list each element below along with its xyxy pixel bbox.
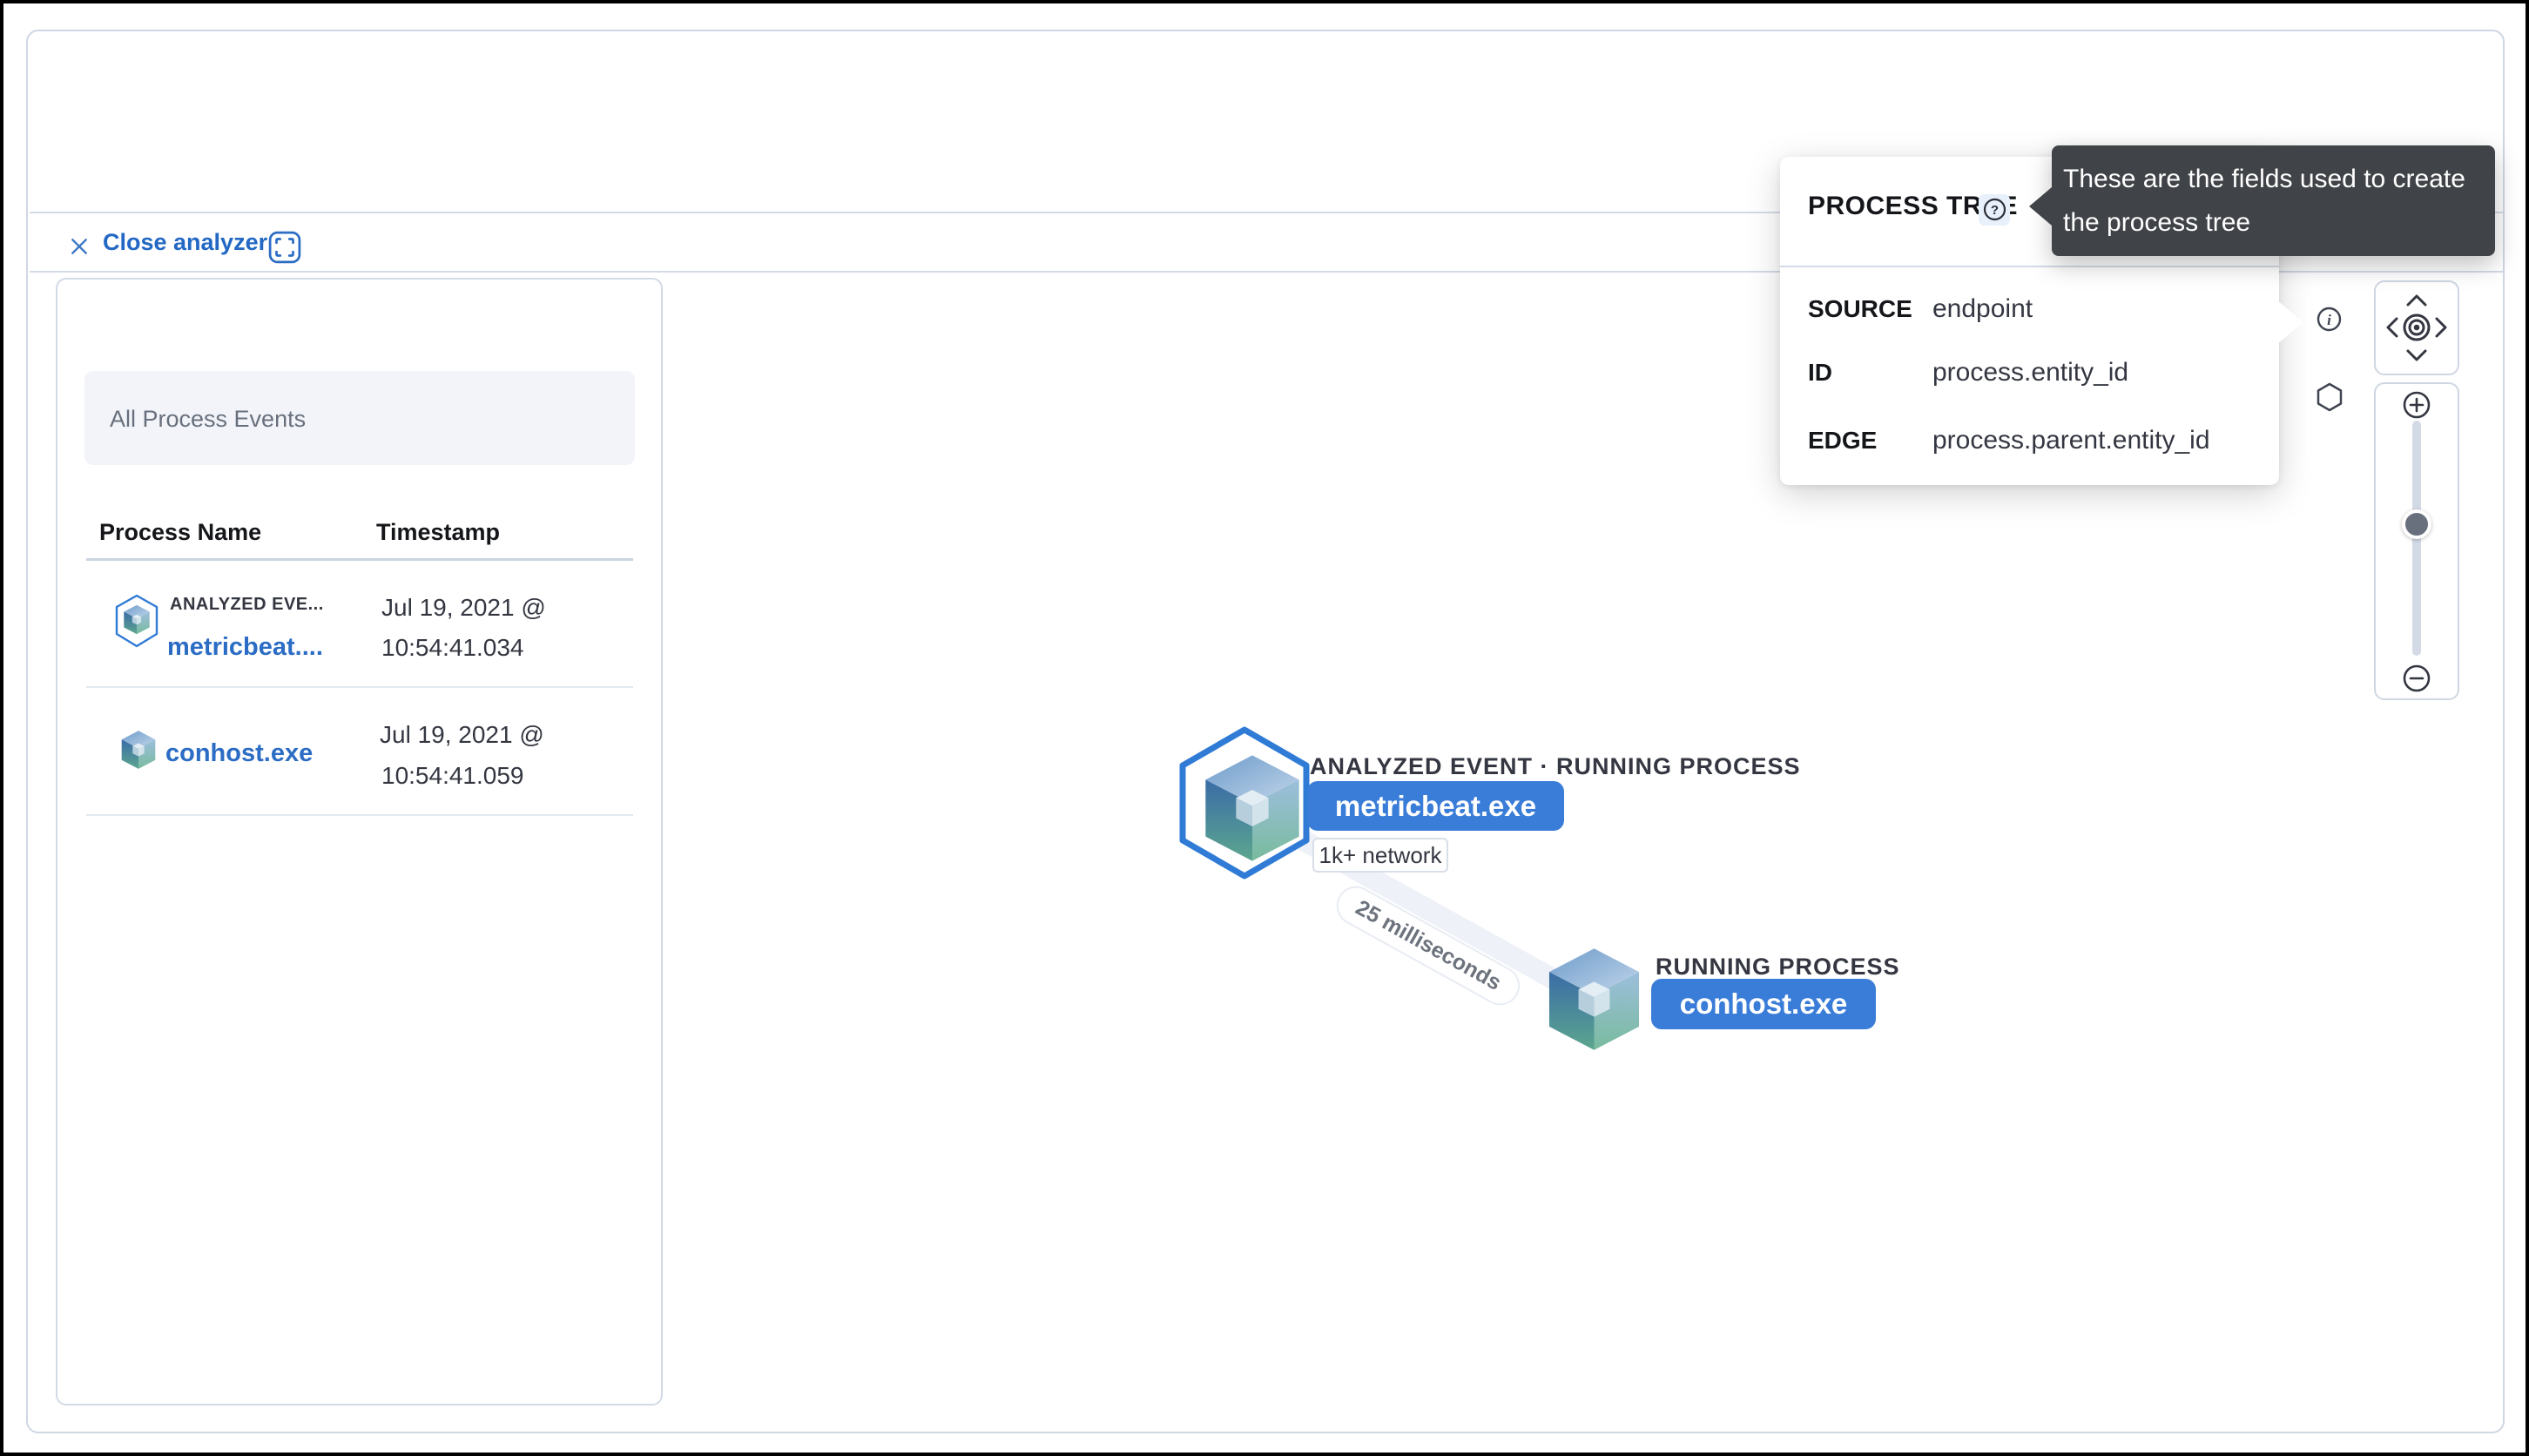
all-process-events-box[interactable] — [84, 371, 635, 465]
row-divider — [86, 686, 633, 688]
conhost-cube-icon[interactable] — [1545, 947, 1643, 1052]
pan-left-icon[interactable] — [2386, 317, 2398, 338]
popup-pointer — [2277, 300, 2303, 344]
row-event-tag: ANALYZED EVE... — [170, 595, 324, 614]
close-icon[interactable] — [70, 237, 89, 256]
field-label-edge: EDGE — [1808, 427, 1878, 454]
column-process-name: Process Name — [99, 519, 262, 545]
zoom-out-icon[interactable] — [2403, 664, 2431, 692]
column-timestamp: Timestamp — [376, 519, 501, 545]
popup-divider — [1780, 266, 2279, 267]
field-label-source: SOURCE — [1808, 295, 1912, 322]
zoom-in-icon[interactable] — [2403, 391, 2431, 419]
field-value-edge: process.parent.entity_id — [1932, 426, 2210, 455]
process-cube-icon — [121, 731, 156, 769]
conhost-category-label: RUNNING PROCESS — [1656, 954, 1900, 980]
timestamp-line1: Jul 19, 2021 @ — [381, 594, 546, 621]
timestamp-line2: 10:54:41.059 — [381, 762, 524, 789]
timestamp-line2: 10:54:41.034 — [381, 634, 524, 661]
svg-text:i: i — [2327, 312, 2331, 328]
conhost-node-button[interactable]: conhost.exe — [1651, 979, 1876, 1029]
center-target-icon[interactable] — [2403, 313, 2431, 341]
process-events-card — [56, 278, 663, 1405]
pan-up-icon[interactable] — [2406, 294, 2427, 307]
process-tree-tooltip — [2052, 145, 2495, 256]
network-count-badge[interactable]: 1k+ network — [1312, 838, 1448, 873]
toolbar-divider — [30, 271, 2503, 273]
analyzed-event-cube-icon — [115, 594, 158, 648]
close-analyzer-button[interactable]: Close analyzer — [103, 229, 268, 255]
tooltip-text-line2: the process tree — [2063, 208, 2251, 237]
metricbeat-category-label: ANALYZED EVENT · RUNNING PROCESS — [1310, 753, 1801, 779]
process-link-conhost[interactable]: conhost.exe — [165, 739, 314, 767]
field-value-id: process.entity_id — [1932, 358, 2129, 387]
pan-down-icon[interactable] — [2406, 349, 2427, 361]
table-header-divider — [86, 558, 633, 561]
info-icon[interactable]: i — [2317, 307, 2342, 332]
process-link-metricbeat[interactable]: metricbeat.... — [167, 633, 323, 661]
all-process-events-label: All Process Events — [110, 406, 307, 432]
field-value-source: endpoint — [1932, 294, 2033, 323]
metricbeat-node-button[interactable]: metricbeat.exe — [1307, 781, 1564, 831]
question-icon[interactable]: ? — [1983, 198, 2006, 221]
field-label-id: ID — [1808, 359, 1832, 386]
metricbeat-cube-icon[interactable] — [1201, 753, 1304, 863]
row-divider — [86, 814, 633, 816]
fullscreen-icon[interactable] — [268, 231, 301, 264]
zoom-slider-thumb[interactable] — [2402, 509, 2431, 539]
top-divider — [30, 212, 2503, 213]
tooltip-text-line1: These are the fields used to create — [2063, 165, 2465, 193]
svg-text:?: ? — [1991, 203, 1999, 218]
pan-right-icon[interactable] — [2435, 317, 2447, 338]
timestamp-line1: Jul 19, 2021 @ — [380, 721, 544, 748]
tooltip-pointer — [2029, 187, 2052, 226]
hexagon-icon[interactable] — [2316, 382, 2344, 412]
